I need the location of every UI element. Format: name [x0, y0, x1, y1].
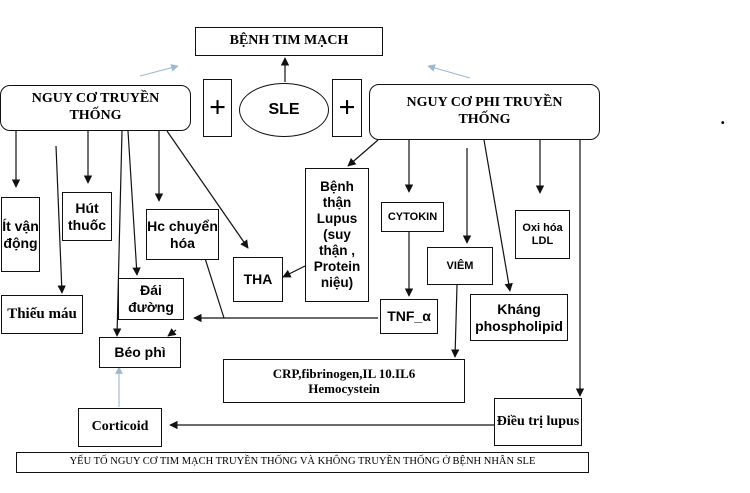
cardiovascular-disease-node: BỆNH TIM MẠCH — [195, 27, 383, 56]
arrow-nontrad-to-apl — [483, 139, 513, 292]
sle-node: SLE — [239, 83, 329, 137]
arrow-nontrad-to-nephritis — [347, 139, 379, 167]
lupus-nephritis-node: Bệnh thận Lupus (suy thận , Protein niệu… — [305, 168, 369, 302]
obesity-node: Béo phì — [99, 337, 181, 368]
arrow-trad-to-diabetes — [127, 130, 141, 276]
plus-right-label: + — [338, 91, 356, 125]
traditional-risk-label: NGUY CƠ TRUYỀN THỐNG — [31, 91, 160, 123]
metabolic-syndrome-label: Hc chuyển hóa — [147, 217, 218, 251]
lupus-treatment-node: Điều trị lupus — [494, 398, 582, 446]
diabetes-label: Đái đường — [128, 282, 174, 315]
inactivity-node: Ít vận động — [1, 197, 40, 272]
corticoid-node: Corticoid — [78, 408, 162, 447]
corticoid-label: Corticoid — [91, 419, 149, 435]
light-arrow-trad-to-cardio — [139, 64, 179, 77]
figure-caption: YẾU TỐ NGUY CƠ TIM MẠCH TRUYỀN THỐNG VÀ … — [16, 452, 589, 473]
nontraditional-risk-node: NGUY CƠ PHI TRUYỀN THỐNG — [369, 84, 600, 140]
traditional-risk-node: NGUY CƠ TRUYỀN THỐNG — [0, 85, 191, 131]
smoking-node: Hút thuốc — [62, 192, 112, 241]
arrow-diabetes-to-obesity — [167, 328, 177, 337]
inactivity-label: Ít vận động — [2, 217, 39, 251]
obesity-label: Béo phì — [114, 344, 166, 361]
lupus-treatment-label: Điều trị lupus — [496, 413, 580, 429]
arrow-trad-to-tha — [166, 130, 249, 249]
crp-markers-node: CRP,fibrinogen,IL 10.IL6 Hemocystein — [223, 359, 465, 403]
oxidized-ldl-label: Oxi hóa LDL — [522, 221, 563, 247]
plus-left: + — [203, 79, 232, 137]
crp-markers-label-line1: CRP,fibrinogen,IL 10.IL6 — [272, 365, 416, 381]
tha-node: THA — [233, 257, 283, 302]
anemia-label: Thiếu máu — [7, 305, 77, 322]
inflammation-label: VIÊM — [446, 259, 474, 272]
plus-left-label: + — [208, 91, 227, 125]
tnf-alpha-node: TNF_α — [380, 299, 438, 334]
antiphospholipid-node: Kháng phospholipid — [470, 294, 568, 341]
cytokin-node: CYTOKIN — [381, 202, 444, 232]
arrow-trad-to-obesity — [112, 130, 123, 337]
sle-label: SLE — [268, 100, 300, 118]
tha-label: THA — [243, 271, 273, 288]
nontraditional-risk-label: NGUY CƠ PHI TRUYỀN THỐNG — [406, 95, 563, 127]
diabetes-node: Đái đường — [118, 278, 184, 320]
lupus-nephritis-label: Bệnh thận Lupus (suy thận , Protein niệu… — [313, 179, 361, 290]
arrow-nephritis-to-tha — [282, 265, 306, 278]
crp-markers-label-line2: Hemocystein — [308, 381, 380, 396]
figure-caption-text: YẾU TỐ NGUY CƠ TIM MẠCH TRUYỀN THỐNG VÀ … — [69, 456, 536, 468]
light-arrow-nontrad-to-cardio — [427, 64, 471, 79]
antiphospholipid-label: Kháng phospholipid — [475, 300, 563, 334]
inflammation-node: VIÊM — [427, 247, 493, 285]
stray-mark: • — [721, 118, 725, 129]
arrow-trad-to-anemia — [55, 145, 66, 294]
plus-right: + — [332, 79, 362, 137]
arrow-viem-to-crp — [451, 284, 460, 358]
metabolic-syndrome-node: Hc chuyển hóa — [146, 209, 219, 260]
cardiovascular-disease-label: BỆNH TIM MẠCH — [229, 33, 349, 49]
smoking-label: Hút thuốc — [67, 199, 107, 233]
oxidized-ldl-node: Oxi hóa LDL — [515, 210, 570, 259]
anemia-node: Thiếu máu — [1, 295, 83, 334]
tnf-alpha-label: TNF_α — [387, 308, 431, 325]
cytokin-label: CYTOKIN — [387, 210, 438, 223]
arrow-tnf-to-metabolic — [201, 251, 225, 319]
